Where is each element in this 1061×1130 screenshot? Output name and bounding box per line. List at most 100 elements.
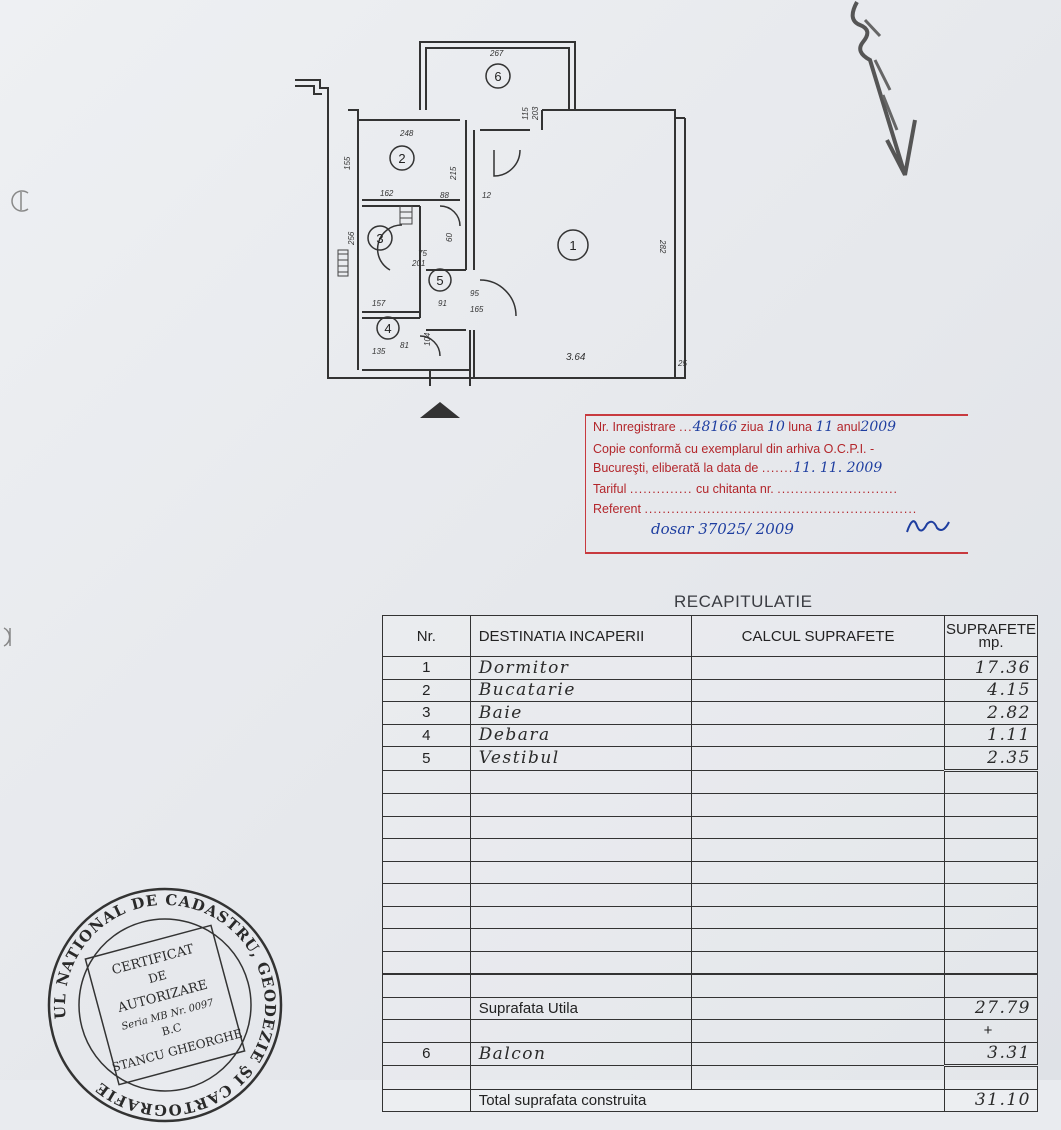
authorization-seal: UL NATIONAL DE CADASTRU, GEODEZIE ŞI CAR… (40, 880, 290, 1130)
dimension-label: 25 (677, 359, 687, 368)
nr-label: Nr. Inregistrare (593, 420, 676, 434)
empty-row (382, 905, 1038, 929)
empty-row (382, 950, 1038, 975)
entrance-arrow-icon (420, 402, 460, 418)
empty-row (382, 1065, 1038, 1090)
dimension-label: 256 (347, 231, 356, 246)
dimension-label: 104 (423, 332, 432, 346)
dimension-label: 155 (343, 156, 352, 170)
calc-cell (691, 701, 946, 725)
table-row: 4 Debara 1.11 (382, 723, 1038, 747)
floor-plan: 6 2 3 4 5 1 267 248 155 215 162 88 12 28… (295, 41, 687, 418)
referent-signature (906, 520, 950, 533)
seal-ring-text: UL NATIONAL DE CADASTRU, GEODEZIE ŞI CAR… (40, 880, 290, 1130)
referent-label: Referent (593, 502, 641, 516)
room-name: Debara (469, 723, 693, 747)
anul-label: anul (836, 420, 861, 434)
room-nr: 1 (382, 656, 471, 680)
balcon-name: Balcon (469, 1041, 693, 1066)
room-nr: 5 (382, 746, 471, 771)
total-value: 31.10 (944, 1088, 1038, 1112)
registration-stamp: Nr. Inregistrare ...48166 ziua 10 luna 1… (585, 414, 968, 554)
calc-cell (691, 678, 946, 702)
dimension-label: 215 (449, 166, 458, 181)
area-header-unit: mp. (978, 634, 1004, 651)
dimension-label: 162 (380, 189, 394, 198)
col-header-calc: CALCUL SUPRAFETE (691, 615, 946, 657)
room-nr: 4 (382, 723, 471, 747)
svg-text:UL NATIONAL DE CADASTRU, GEODE: UL NATIONAL DE CADASTRU, GEODEZIE ŞI CAR… (40, 880, 290, 1130)
empty-row (382, 883, 1038, 907)
ziua-value: 10 (767, 419, 785, 435)
dimension-label: 115 (521, 107, 530, 120)
room-nr: 3 (382, 701, 471, 725)
room-number-4: 4 (384, 321, 391, 336)
room-name: Baie (469, 701, 693, 725)
total-nr (382, 1088, 471, 1112)
room-number-6: 6 (494, 69, 501, 84)
luna-value: 11 (815, 419, 834, 435)
empty-row (382, 928, 1038, 952)
empty-row (382, 838, 1038, 862)
table-row: 1 Dormitor 17.36 (382, 656, 1038, 680)
dimension-label: 81 (400, 341, 409, 350)
issued-date-value: 11. 11. 2009 (793, 460, 883, 476)
room-name: Vestibul (469, 746, 693, 771)
area-header-top: SUPRAFETE (946, 621, 1037, 638)
room-area: 4.15 (944, 678, 1038, 702)
util-value: 27.79 (944, 996, 1038, 1020)
empty-row (382, 973, 1038, 998)
empty-row (382, 793, 1038, 817)
seal-line-5: B.C (160, 1021, 183, 1039)
punch-hole-mark-icon (3, 627, 11, 647)
dimension-label: 88 (440, 191, 449, 200)
tariff-label: Tariful (593, 482, 627, 496)
receipt-label: cu chitanta nr. (695, 482, 774, 496)
dimension-label: 203 (531, 106, 540, 121)
total-label: Total suprafata construita (469, 1088, 946, 1112)
room-area: 2.82 (944, 701, 1038, 725)
empty-row (382, 815, 1038, 839)
plus-sign: + (944, 1019, 1038, 1043)
col-header-destination: DESTINATIA INCAPERII (469, 615, 693, 657)
dimension-label: 201 (411, 259, 425, 268)
punch-hole-mark-icon (11, 190, 29, 212)
calc-cell (691, 723, 946, 747)
balcon-nr: 6 (382, 1041, 471, 1066)
seal-line-2: DE (147, 968, 168, 986)
dimension-label: 282 (658, 239, 667, 254)
balcon-value: 3.31 (944, 1041, 1038, 1067)
empty-row (382, 860, 1038, 884)
room-number-5: 5 (436, 273, 443, 288)
luna-label: luna (788, 420, 812, 434)
table-row: 5 Vestibul 2.35 (382, 746, 1038, 772)
col-header-area: SUPRAFETE mp. (944, 615, 1038, 657)
recap-table: Nr. DESTINATIA INCAPERII CALCUL SUPRAFET… (382, 615, 1038, 1112)
total-row: Total suprafata construita 31.10 (382, 1088, 1038, 1112)
room-area: 17.36 (944, 656, 1038, 680)
balcon-row: 6 Balcon 3.31 (382, 1041, 1038, 1067)
room-area: 1.11 (944, 723, 1038, 747)
dimension-label: 60 (445, 233, 454, 242)
util-nr (382, 996, 471, 1020)
util-label: Suprafata Utila (469, 996, 693, 1020)
anul-value: 2009 (860, 419, 897, 435)
room-number-3: 3 (376, 231, 383, 246)
dimension-label: 95 (470, 289, 479, 298)
plus-row: + (382, 1019, 1038, 1043)
room-number-2: 2 (398, 151, 405, 166)
empty-row (382, 769, 1038, 794)
dimension-label: 3.64 (566, 352, 586, 363)
calc-cell (691, 746, 946, 771)
ziua-label: ziua (740, 420, 764, 434)
dimension-label: 157 (372, 299, 386, 308)
col-header-nr: Nr. (382, 615, 471, 657)
calc-cell (691, 996, 946, 1020)
table-header-row: Nr. DESTINATIA INCAPERII CALCUL SUPRAFET… (382, 615, 1038, 657)
dimension-label: 135 (372, 347, 386, 356)
dimension-label: 165 (470, 305, 484, 314)
dimension-label: 12 (482, 191, 491, 200)
calc-cell (691, 656, 946, 680)
table-row: 2 Bucatarie 4.15 (382, 678, 1038, 702)
